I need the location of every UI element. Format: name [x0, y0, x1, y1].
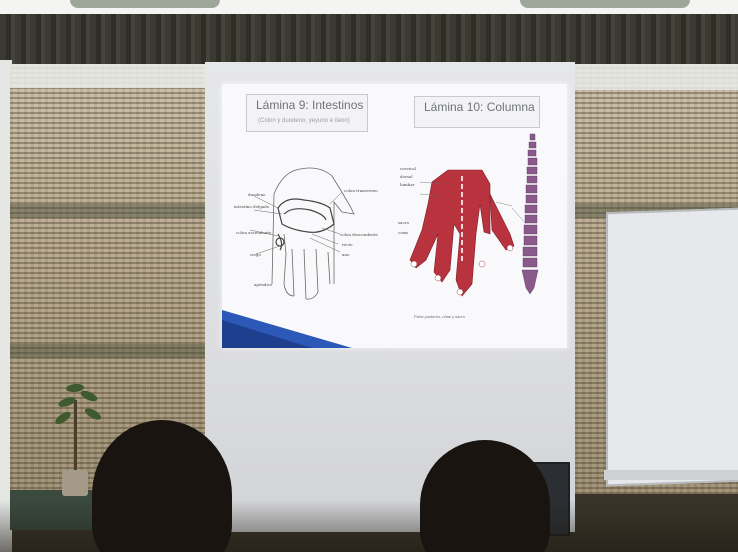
diagram-label: dorsal [400, 174, 413, 179]
diagram-label: coxis [398, 230, 408, 235]
slide-spine: Lámina 10: Columna [392, 84, 567, 348]
window-header-beam [0, 14, 738, 64]
whiteboard-tray [604, 470, 738, 480]
projected-slides: Lámina 9: Intestinos (Colon y duodeno, y… [222, 84, 567, 348]
ceiling [0, 0, 738, 14]
blind-band [10, 344, 205, 358]
plant-pot [62, 470, 88, 496]
ceiling-light [520, 0, 690, 8]
diagram-label: cervical [400, 166, 416, 171]
slide-intestines: Lámina 9: Intestinos (Colon y duodeno, y… [222, 84, 390, 348]
whiteboard [606, 208, 738, 487]
blind-band [10, 204, 205, 218]
slide-corner-accent [222, 84, 390, 348]
hand-spine-diagram [392, 84, 567, 348]
ceiling-light [70, 0, 220, 8]
diagram-label: sacro [398, 220, 409, 225]
diagram-label: lumbar [400, 182, 415, 187]
slide-caption: Parte posterior, uñas y sacro [414, 314, 465, 319]
plant-stem [74, 400, 77, 472]
